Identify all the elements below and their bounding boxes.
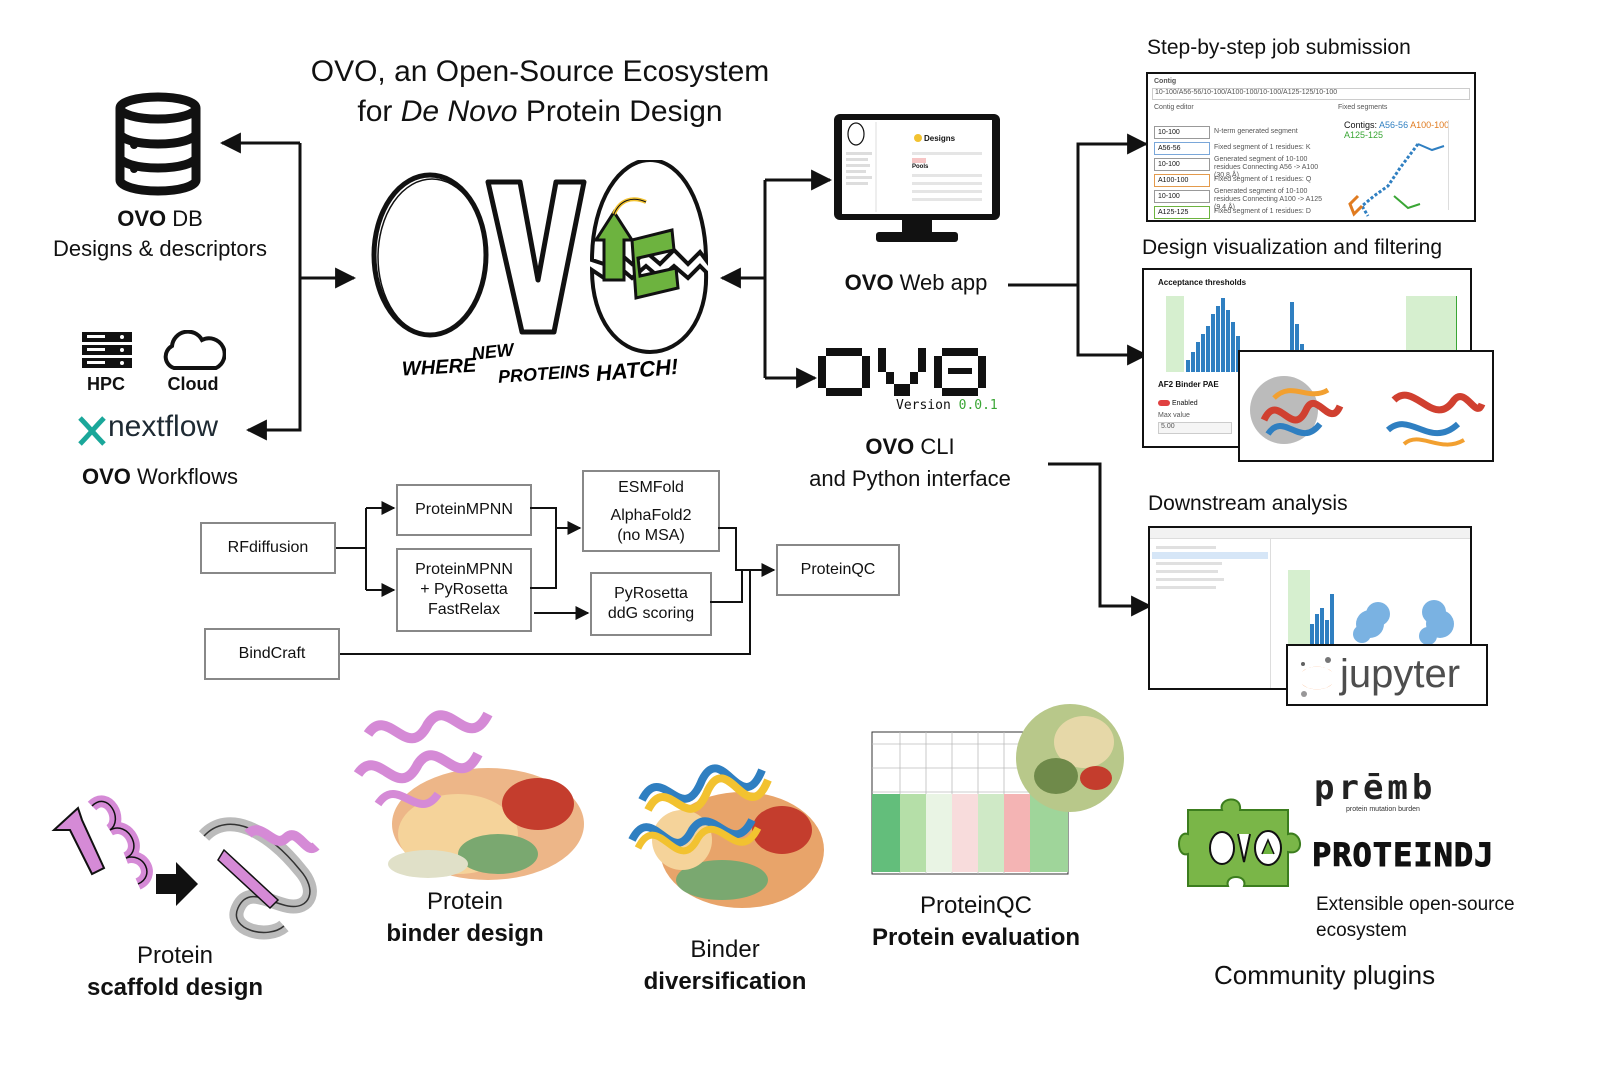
esmfold-box: ESMFold: [582, 470, 720, 506]
webapp-label: OVO Web app: [844, 270, 988, 295]
contig-editor-label: Contig editor: [1154, 104, 1194, 111]
job-submission-screenshot: Contig 10-100/A56-56/10-100/A100-100/10-…: [1146, 72, 1476, 222]
scatter-plots-icon: [1288, 570, 1454, 682]
binder-design-illustration: [353, 710, 584, 880]
segment-chip[interactable]: A125-125: [1154, 206, 1210, 219]
cli-label-2: and Python interface: [809, 466, 1011, 491]
cli-label: OVO CLI: [865, 434, 955, 459]
enabled-toggle[interactable]: Enabled: [1158, 400, 1198, 407]
proteinmpnn-box: ProteinMPNN: [396, 484, 532, 536]
ovo-puzzle-piece-icon: [1178, 798, 1301, 887]
db-description: Designs & descriptors: [53, 236, 267, 261]
max-value-input[interactable]: 5.00: [1158, 422, 1232, 434]
db-label: OVO DB: [117, 206, 203, 231]
tagline-where: WHERE: [401, 355, 477, 381]
community-plugins-title: Community plugins: [1214, 960, 1436, 990]
contig-input[interactable]: 10-100/A56-56/10-100/A100-100/10-100/A12…: [1152, 88, 1470, 100]
proteinqc-box: ProteinQC: [776, 544, 900, 596]
structure-trace-icon: [1348, 143, 1445, 217]
jupyter-logo: jupyter: [1286, 644, 1488, 706]
title-line-1: OVO, an Open-Source Ecosystem: [310, 55, 770, 88]
file-browser-pane: [1150, 538, 1271, 688]
tagline-proteins: PROTEINS: [497, 361, 590, 387]
scaffold-design-illustration: [51, 795, 320, 940]
contig-label: Contig: [1154, 78, 1177, 85]
nextflow-logo-icon: [78, 416, 106, 446]
database-icon: [115, 92, 201, 196]
cli-version: Version 0.0.1: [896, 398, 998, 413]
ovo-logo: WHERE NEW PROTEINS HATCH!: [371, 160, 709, 387]
file-list-icon: [1152, 546, 1268, 589]
segment-chip[interactable]: A56-56: [1154, 142, 1210, 155]
segment-chip[interactable]: 10-100: [1154, 190, 1210, 203]
structure-viewer-screenshot: [1238, 350, 1494, 462]
fixed-segments-label: Fixed segments: [1338, 104, 1388, 111]
panel-step-title: Step-by-step job submission: [1147, 36, 1411, 59]
segment-chip[interactable]: A100-100: [1154, 174, 1210, 187]
workflows-label: OVO Workflows: [81, 464, 239, 489]
protein-structure-render-icon: [1250, 376, 1486, 447]
segment-description: Fixed segment of 1 residues: K: [1214, 144, 1311, 151]
max-value-label: Max value: [1158, 412, 1190, 419]
jupyter-wordmark: jupyter: [1340, 652, 1461, 696]
proteinqc-spreadsheet-illustration: [871, 704, 1124, 875]
premb-wordmark: prēmb: [1314, 768, 1437, 808]
panel-downstream-title: Downstream analysis: [1148, 492, 1348, 515]
tagline-new: NEW: [471, 339, 517, 363]
panel-viz-title: Design visualization and filtering: [1142, 236, 1442, 259]
letter-v: [485, 179, 587, 335]
webapp-screen-section: Pools: [912, 164, 929, 170]
proteindj-wordmark: PROTEINDJ: [1311, 836, 1495, 875]
toolbar-strip: [1448, 120, 1463, 210]
segment-description: Generated segment of 10-100 residues Con…: [1214, 156, 1319, 179]
segment-chip[interactable]: 10-100: [1154, 158, 1210, 171]
nextflow-wordmark: nextflow: [108, 410, 219, 443]
egg-letter-o: [371, 172, 489, 338]
tagline-hatch: HATCH!: [595, 354, 680, 386]
hpc-server-icon: [82, 332, 132, 368]
contigs-legend: Contigs: A56-56 A100-100 A125-125: [1344, 120, 1450, 140]
cloud-icon: [163, 330, 226, 370]
monitor-icon: [834, 114, 1000, 242]
cloud-label: Cloud: [167, 374, 219, 394]
segment-chip[interactable]: 10-100: [1154, 126, 1210, 139]
binder-diversification-illustration: [628, 764, 824, 908]
jupyter-menubar: [1150, 528, 1470, 539]
acceptance-heading: Acceptance thresholds: [1158, 278, 1247, 287]
segment-description: Fixed segment of 1 residues: D: [1214, 208, 1311, 215]
bindcraft-box: BindCraft: [204, 628, 340, 680]
segment-description: Generated segment of 10-100 residues Con…: [1214, 188, 1322, 211]
jupyter-icon: [1301, 657, 1332, 697]
green-protein-icon: [593, 209, 635, 282]
premb-subtitle: protein mutation burden: [1346, 806, 1420, 813]
alphafold2-box: AlphaFold2(no MSA): [582, 502, 720, 552]
segment-description: N-term generated segment: [1214, 128, 1298, 135]
segment-description: Fixed segment of 1 residues: Q: [1214, 176, 1312, 183]
title-line-2: for De Novo Protein Design: [357, 95, 723, 128]
rfdiffusion-box: RFdiffusion: [200, 522, 336, 574]
pae-label: AF2 Binder PAE: [1158, 380, 1219, 389]
ovo-cli-pixel-logo: [818, 348, 986, 396]
webapp-screen-title: Designs: [924, 134, 956, 143]
hpc-label: HPC: [86, 374, 125, 394]
main-title: OVO, an Open-Source Ecosystem for De Nov…: [270, 52, 810, 132]
